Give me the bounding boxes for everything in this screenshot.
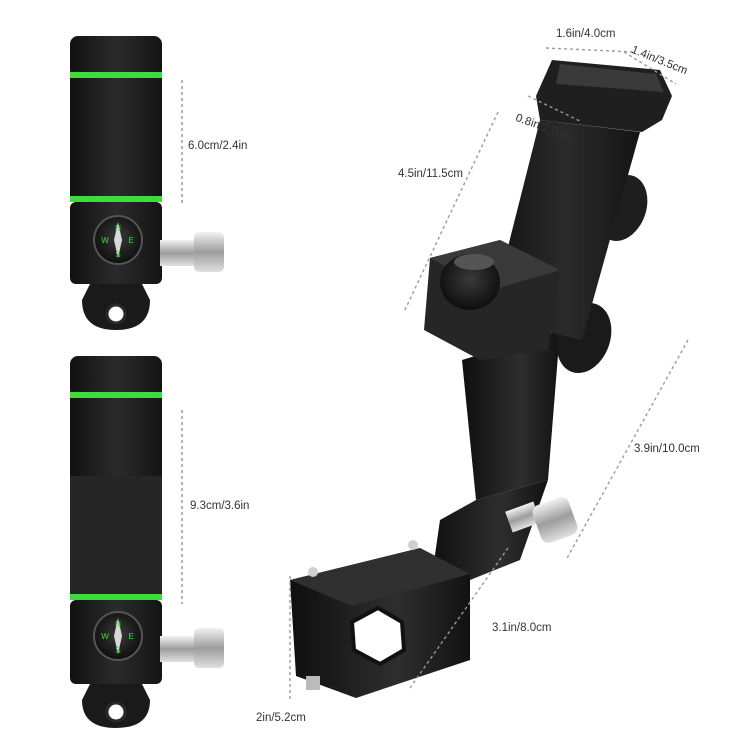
- top-clamp: [70, 356, 162, 398]
- compass-needle: [114, 222, 122, 258]
- bottom-screw: [306, 676, 320, 690]
- assembled-mount: [289, 47, 689, 702]
- screw-icon: [308, 567, 318, 577]
- holder-body-upper: [70, 398, 162, 476]
- compass-w: W: [101, 632, 109, 641]
- holder-body: [70, 78, 162, 198]
- compass-n: N: [115, 620, 121, 629]
- green-stripe: [70, 392, 162, 398]
- clamp-top-face: [290, 548, 470, 606]
- screw-icon: [408, 540, 418, 550]
- compass-block-top: [430, 240, 560, 290]
- compass-s: S: [115, 646, 120, 655]
- dimension-base-length: 3.1in/8.0cm: [492, 622, 552, 634]
- bolt-knob: [532, 496, 578, 544]
- mount-hole: [105, 701, 127, 723]
- bolt-shaft: [160, 240, 194, 266]
- compass-e: E: [128, 236, 133, 245]
- green-stripe: [70, 594, 162, 600]
- compass-needle: [114, 618, 122, 654]
- dimension-arm-length: 3.9in/10.0cm: [634, 443, 700, 455]
- holder-collapsed: N S E W: [70, 36, 224, 330]
- dimension-holder-length: 4.5in/11.5cm: [398, 168, 463, 180]
- compass-w: W: [101, 236, 109, 245]
- dimension-line-clamp-width: [545, 47, 635, 53]
- bolt-shaft: [160, 636, 194, 662]
- dimension-line-holder: [403, 111, 499, 313]
- dimension-top-left: 6.0cm/2.4in: [188, 140, 248, 152]
- clamp-highlight: [556, 64, 664, 92]
- compass-s: S: [115, 250, 120, 259]
- compass-n: N: [115, 224, 121, 233]
- bolt-knob: [194, 232, 224, 272]
- bolt-knob: [194, 628, 224, 668]
- top-clamp: [70, 36, 162, 78]
- dimension-bottom-left: 9.3cm/3.6in: [190, 500, 250, 512]
- compass-dial: [454, 254, 494, 270]
- bolt-shaft: [505, 501, 541, 533]
- green-stripe: [70, 72, 162, 78]
- holder-extended: N S E W: [70, 356, 224, 728]
- dimension-clamp-width: 1.6in/4.0cm: [556, 28, 616, 40]
- dimension-line-base: [409, 547, 509, 689]
- mount-hole: [105, 303, 127, 325]
- green-stripe: [70, 196, 162, 202]
- holder-body-extension: [70, 476, 162, 594]
- dimension-line-clamp-depth: [623, 51, 677, 85]
- dimension-line-clamp-inner: [527, 95, 583, 123]
- upper-arm: [462, 330, 560, 500]
- compass-e: E: [128, 632, 133, 641]
- hex-bore: [349, 605, 407, 667]
- dimension-base-height: 2in/5.2cm: [256, 712, 306, 724]
